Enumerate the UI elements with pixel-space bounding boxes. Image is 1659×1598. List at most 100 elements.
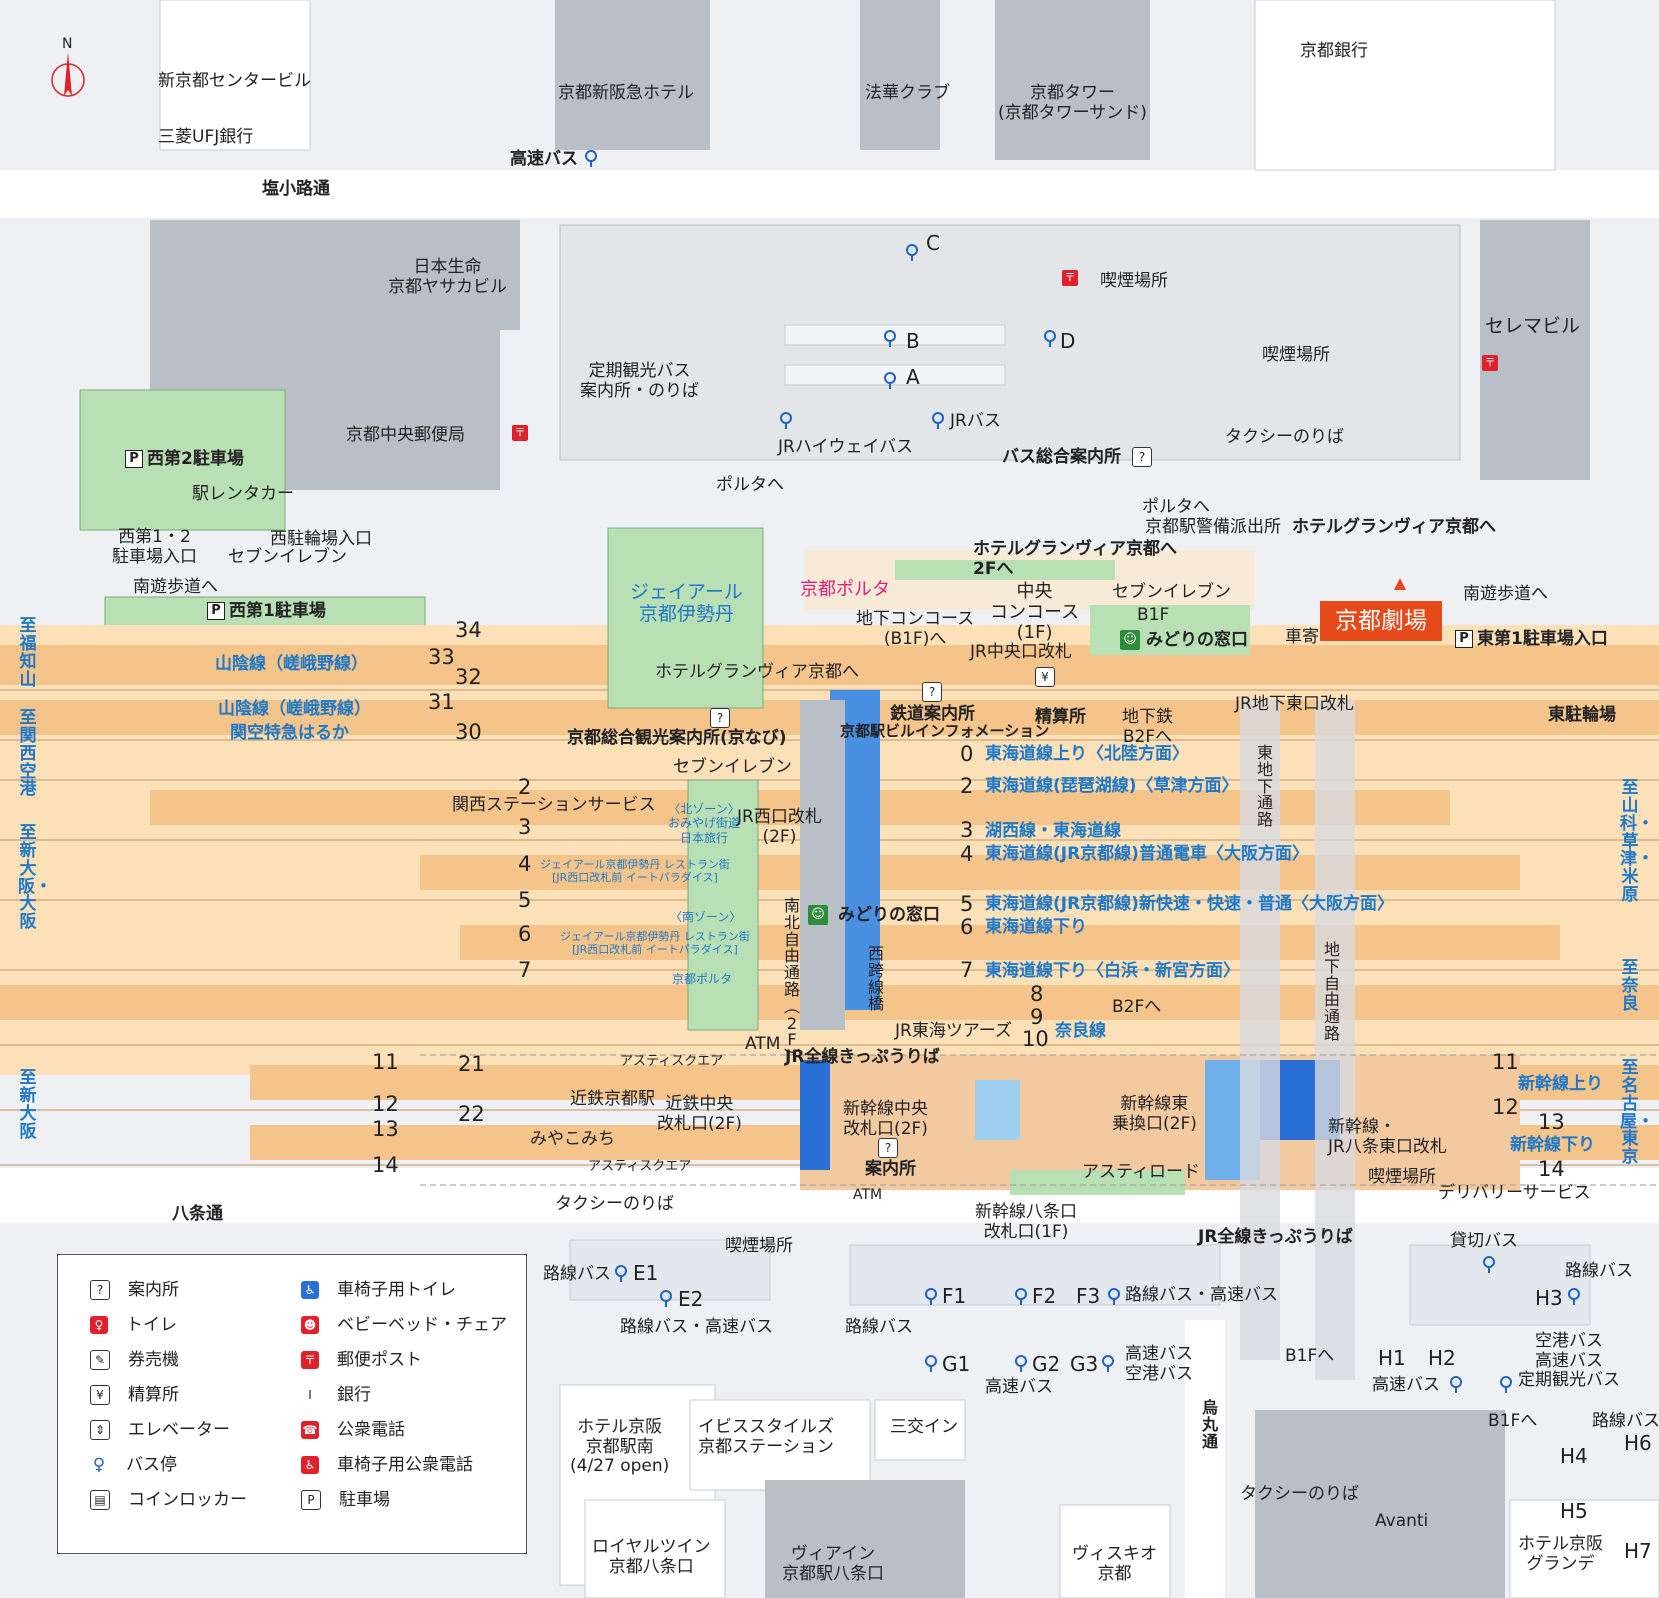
- dest-shin-osaka-2: 至新大阪: [19, 1068, 37, 1142]
- building-shin-hankyu: 京都新阪急ホテル: [558, 83, 694, 103]
- atm-2: ATM: [853, 1187, 883, 1203]
- baby-bed-icon: ☻: [301, 1316, 319, 1334]
- dest-shin-osaka: 至新大阪・大阪: [18, 823, 52, 933]
- tourist-info: 京都総合観光案内所(京なび): [567, 728, 787, 748]
- south-walkway-east: 南遊歩道へ: [1463, 584, 1548, 604]
- bus-stop-h4: H4: [1560, 1444, 1588, 1468]
- jr-tokai-tours: JR東海ツアーズ: [895, 1021, 1012, 1041]
- track-number: 30: [455, 720, 482, 744]
- bus-stop-icon: [925, 1355, 937, 1372]
- theater-pin-icon: [1394, 578, 1406, 590]
- bus-stop-icon: [1450, 1376, 1462, 1393]
- b1f-direction-1: B1Fへ: [1285, 1346, 1335, 1366]
- bus-stop-h2: H2: [1428, 1346, 1456, 1370]
- jr-bus: JRバス: [950, 411, 1001, 431]
- legend-item: 公衆電話: [337, 1420, 405, 1440]
- subway-b2f: 地下鉄 B2Fへ: [1122, 707, 1173, 747]
- bus-stop-g2: G2: [1032, 1352, 1061, 1376]
- building-celeme: セレマビル: [1485, 315, 1581, 337]
- legend-item: 車椅子用公衆電話: [337, 1455, 473, 1475]
- underground-concourse: 地下コンコース (B1F)へ: [856, 609, 975, 649]
- porta-small: 京都ポルタ: [672, 972, 733, 986]
- track-number: 13: [1538, 1110, 1565, 1134]
- line-label-7: 東海道線(JR京都線)新快速・快速・普通〈大阪方面〉: [985, 894, 1394, 914]
- bank-icon: Ⅰ: [308, 1388, 312, 1402]
- legend-item: 案内所: [128, 1280, 179, 1300]
- parking-east1-label: 東第1駐車場入口: [1477, 629, 1608, 649]
- building-central-post: 京都中央郵便局: [346, 425, 465, 445]
- car-stop: 車寄: [1285, 627, 1319, 647]
- compass-label: N: [62, 36, 73, 52]
- railway-info: 鉄道案内所: [890, 704, 975, 724]
- building-via-inn: ヴィアイン 京都駅八条口: [782, 1544, 884, 1584]
- track-number: 2: [960, 774, 974, 798]
- kintetsu-kyoto-station: 近鉄京都駅: [570, 1089, 655, 1109]
- bus-stop-d: D: [1060, 329, 1076, 353]
- kyoto-theater[interactable]: 京都劇場: [1320, 601, 1442, 641]
- dest-nagoya: 至名古屋・東京: [1620, 1058, 1654, 1168]
- jr-central-gate: JR中央口改札: [970, 642, 1072, 662]
- line-label-8: 東海道線下り: [985, 917, 1087, 937]
- bus-stop-f1: F1: [942, 1284, 967, 1308]
- south-zone: 〈南ゾーン〉: [670, 910, 742, 924]
- charter-bus: 貸切バス: [1450, 1231, 1518, 1251]
- smoking-right: 喫煙場所: [1262, 345, 1330, 365]
- wheelchair-phone-icon: ♿: [301, 1456, 319, 1474]
- rent-a-car: 駅レンタカー: [192, 484, 294, 504]
- dest-fukuchiyama: 至福知山: [19, 616, 37, 690]
- seven-eleven-center: セブンイレブン: [1112, 582, 1231, 602]
- bus-stop-icon: [1015, 1355, 1027, 1372]
- ticket-machine-icon: ✎: [90, 1350, 110, 1370]
- bus-stop-icon: [1483, 1256, 1495, 1273]
- bus-stop-icon: [906, 244, 918, 261]
- jr-ticket-office-1: JR全線きっぷうりば: [785, 1047, 940, 1067]
- parking-west-bicycle-entrance: 西駐輪場入口: [270, 529, 372, 549]
- wheelchair-toilet-icon: ♿: [301, 1281, 319, 1299]
- legend-item: 車椅子用トイレ: [337, 1280, 456, 1300]
- taxi-top: タクシーのりば: [1225, 427, 1344, 447]
- post-icon: 〒: [1062, 270, 1078, 286]
- track-number: 34: [455, 618, 482, 642]
- info-icon: ?: [90, 1280, 110, 1300]
- line-label-0: 山陰線（嵯峨野線）: [215, 654, 368, 674]
- police-box: 京都駅警備派出所: [1145, 517, 1281, 537]
- bus-stop-icon: [660, 1290, 672, 1307]
- bus-info-center: バス総合案内所: [1002, 447, 1121, 467]
- line-label-12: 新幹線下り: [1510, 1135, 1595, 1155]
- track-number: 7: [960, 958, 974, 982]
- line-label-9: 東海道線下り〈白浜・新宮方面〉: [985, 961, 1240, 981]
- line-label-1: 山陰線（嵯峨野線）: [218, 699, 371, 719]
- track-number: 2: [518, 775, 532, 799]
- track-number: 33: [428, 645, 455, 669]
- dest-yamashina: 至山科・草津・米原: [1620, 778, 1654, 906]
- track-number: 11: [372, 1050, 399, 1074]
- dest-kansai-airport: 至関西空港: [19, 708, 37, 800]
- bus-stop-icon: ♀: [92, 1455, 106, 1475]
- kansai-station-service: 関西ステーションサービス: [452, 795, 656, 815]
- bus-stop-icon: [932, 412, 944, 429]
- bus-stop-icon: [884, 372, 896, 389]
- bus-stop-g3: G3: [1070, 1352, 1099, 1376]
- airport-bus-h: 空港バス 高速バス 定期観光バス: [1518, 1331, 1620, 1391]
- south-walkway-west: 南遊歩道へ: [133, 577, 218, 597]
- track-number: 3: [518, 815, 532, 839]
- rosen-highway-f: 路線バス・高速バス: [1125, 1285, 1278, 1305]
- bus-stop-icon: [1015, 1288, 1027, 1305]
- legend-item: ベビーベッド・チェア: [337, 1315, 507, 1335]
- legend-item: 券売機: [128, 1350, 179, 1370]
- building-hotel-keihan-grande: ホテル京阪 グランデ: [1518, 1534, 1603, 1574]
- track-number: 10: [1022, 1027, 1049, 1051]
- track-number: 8: [1030, 982, 1044, 1006]
- bus-stop-f3: F3: [1076, 1284, 1101, 1308]
- track-number: 9: [1030, 1005, 1044, 1029]
- shinkansen-east-transfer: 新幹線東 乗換口(2F): [1112, 1094, 1197, 1134]
- track-number: 31: [428, 690, 455, 714]
- track-number: 11: [1492, 1050, 1519, 1074]
- line-label-2: 関空特急はるか: [230, 723, 349, 743]
- legend-item: バス停: [126, 1455, 177, 1475]
- bus-stop-h1: H1: [1378, 1346, 1406, 1370]
